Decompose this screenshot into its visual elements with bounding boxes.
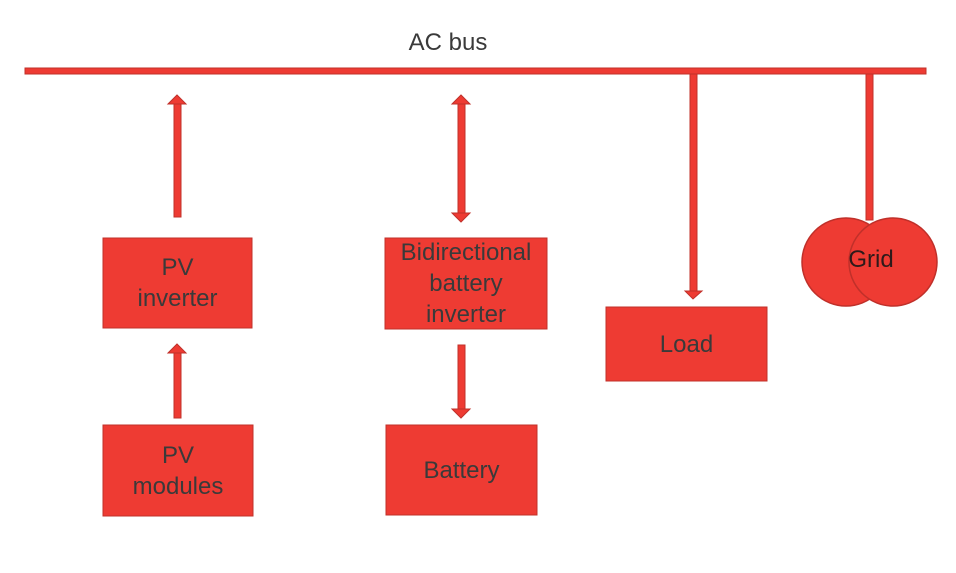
pv-inverter-block <box>102 237 253 329</box>
battery-label: Battery <box>423 456 500 484</box>
load-block <box>605 306 768 382</box>
pv-modules-to-inverter-arrow-head <box>166 343 188 354</box>
bus-bidir-arrow-head-up <box>450 94 472 105</box>
grid-circle-right <box>848 217 938 307</box>
load-label: Load <box>659 330 714 358</box>
bidirectional-inverter-block <box>384 237 548 330</box>
ac-bus-line <box>24 67 927 75</box>
bidirectional-inverter-label: Bidirectional battery inverter <box>400 239 532 328</box>
load-connection-line <box>689 73 698 293</box>
inverter-to-battery-arrow-shaft <box>457 344 466 411</box>
grid-label: Grid <box>848 245 894 273</box>
battery-block <box>385 424 538 516</box>
pv-inverter-to-bus-arrow-shaft <box>173 102 182 218</box>
grid-connection-line <box>865 73 874 221</box>
bus-bidir-arrow-shaft <box>457 102 466 215</box>
pv-modules-label: PV modules <box>132 441 224 500</box>
inverter-to-battery-arrow-head <box>450 408 472 419</box>
pv-inverter-to-bus-arrow-head <box>166 94 188 105</box>
pv-modules-to-inverter-arrow-shaft <box>173 351 182 419</box>
load-arrow-head <box>683 290 704 300</box>
pv-modules-block <box>102 424 254 517</box>
ac-bus-label: AC bus <box>408 28 488 56</box>
bus-bidir-arrow-head-down <box>450 212 472 223</box>
pv-inverter-label: PV inverter <box>137 254 218 312</box>
